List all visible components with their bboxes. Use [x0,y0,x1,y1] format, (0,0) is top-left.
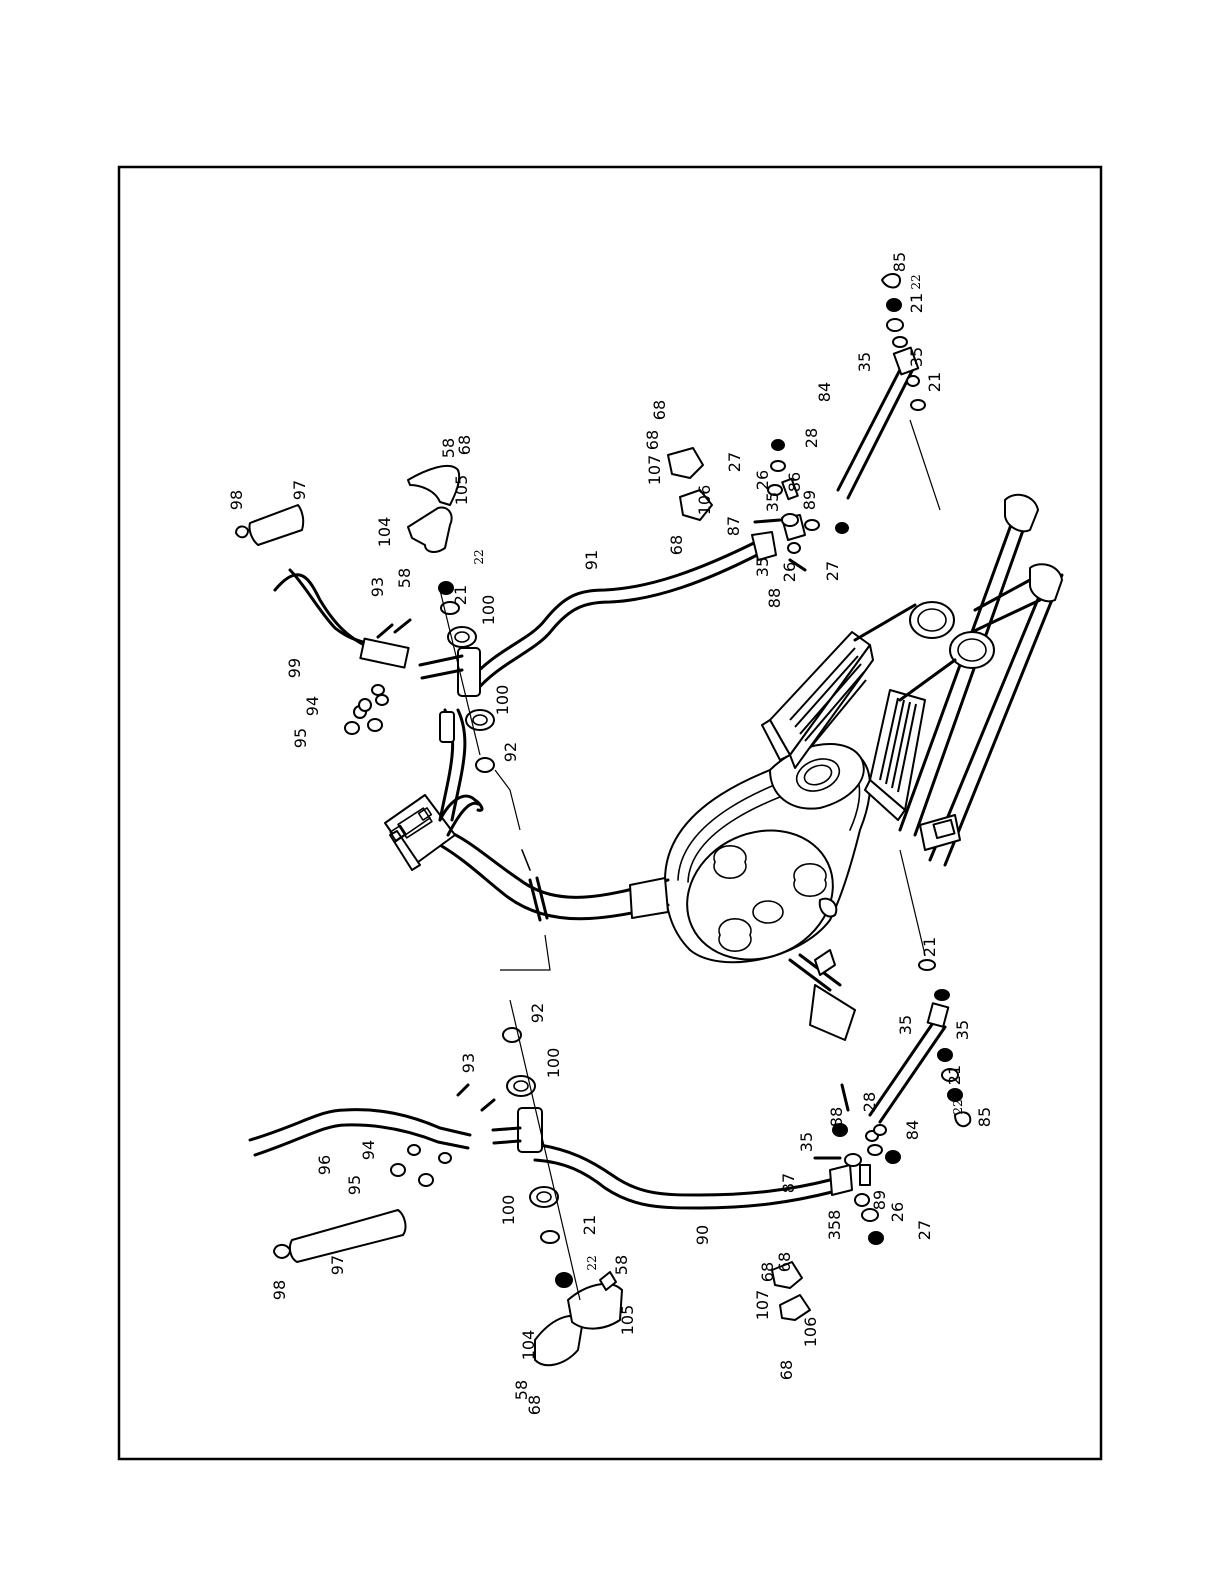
part-callout-35: 35 [953,1020,972,1040]
part-callout-100: 100 [493,685,512,716]
part-callout-100: 100 [499,1195,518,1226]
part-callout-28: 28 [860,1092,879,1112]
part-callout-100: 100 [544,1048,563,1079]
part-callout-88: 88 [765,588,784,608]
part-callout-22: 22 [951,1099,965,1114]
part-callout-35: 35 [797,1132,816,1152]
part-callout-22: 22 [909,274,923,289]
part-callout-21: 21 [925,372,944,392]
part-callout-89: 89 [800,490,819,510]
part-callout-92: 92 [501,742,520,762]
part-callout-90: 90 [693,1225,712,1245]
part-callout-26: 26 [753,470,772,490]
part-callout-85: 85 [890,252,909,272]
part-callout-93: 93 [459,1053,478,1073]
part-callout-58: 58 [612,1255,631,1275]
part-callout-105: 105 [452,475,471,506]
part-callout-58: 58 [395,568,414,588]
part-callout-68: 68 [455,435,474,455]
part-callout-98: 98 [227,490,246,510]
part-callout-26: 26 [780,562,799,582]
part-callout-68: 68 [777,1360,796,1380]
part-callout-21: 21 [945,1065,964,1085]
part-callout-92: 92 [528,1003,547,1023]
pedal-front [865,690,925,820]
part-callout-27: 27 [725,452,744,472]
console [385,795,455,870]
part-callout-87: 87 [724,516,743,536]
part-callout-107: 107 [753,1290,772,1321]
part-callout-68: 68 [775,1252,794,1272]
part-callout-35: 35 [907,347,926,367]
part-callout-85: 85 [975,1107,994,1127]
part-callout-89: 89 [870,1190,889,1210]
part-callout-35: 35 [855,352,874,372]
part-callout-21: 21 [907,293,926,313]
part-callout-21: 21 [920,937,939,957]
part-callout-88: 88 [827,1107,846,1127]
part-callout-22: 22 [472,549,486,564]
part-callout-68: 68 [650,400,669,420]
part-callout-97: 97 [290,480,309,500]
part-callout-68: 68 [667,535,686,555]
part-callout-22: 22 [585,1255,599,1270]
part-callout-95: 95 [291,728,310,748]
part-callout-84: 84 [815,382,834,402]
part-callout-99: 99 [285,658,304,678]
part-callout-21: 21 [580,1215,599,1235]
part-callout-106: 106 [695,485,714,516]
part-callout-104: 104 [519,1330,538,1361]
part-callout-91: 91 [582,550,601,570]
part-callout-86: 86 [785,472,804,492]
part-callout-68: 68 [525,1395,544,1415]
part-callout-21: 21 [451,585,470,605]
part-callout-35: 35 [896,1015,915,1035]
part-callout-28: 28 [802,428,821,448]
part-callout-26: 26 [888,1202,907,1222]
part-callout-98: 98 [270,1280,289,1300]
part-callout-94: 94 [359,1140,378,1160]
part-callout-105: 105 [618,1305,637,1336]
part-callout-358: 358 [825,1210,844,1241]
part-callout-27: 27 [823,561,842,581]
part-callout-106: 106 [801,1317,820,1348]
part-callout-107: 107 [645,455,664,486]
part-callout-100: 100 [479,595,498,626]
part-callout-84: 84 [903,1120,922,1140]
part-callout-97: 97 [328,1255,347,1275]
part-callout-87: 87 [779,1173,798,1193]
part-callout-35: 35 [763,492,782,512]
part-callout-68: 68 [643,430,662,450]
part-callout-93: 93 [368,577,387,597]
part-callout-96: 96 [315,1155,334,1175]
part-callout-94: 94 [303,696,322,716]
part-callout-95: 95 [345,1175,364,1195]
part-callout-27: 27 [915,1220,934,1240]
page-frame [119,167,1101,1459]
part-callout-104: 104 [375,517,394,548]
part-callout-35: 35 [753,557,772,577]
